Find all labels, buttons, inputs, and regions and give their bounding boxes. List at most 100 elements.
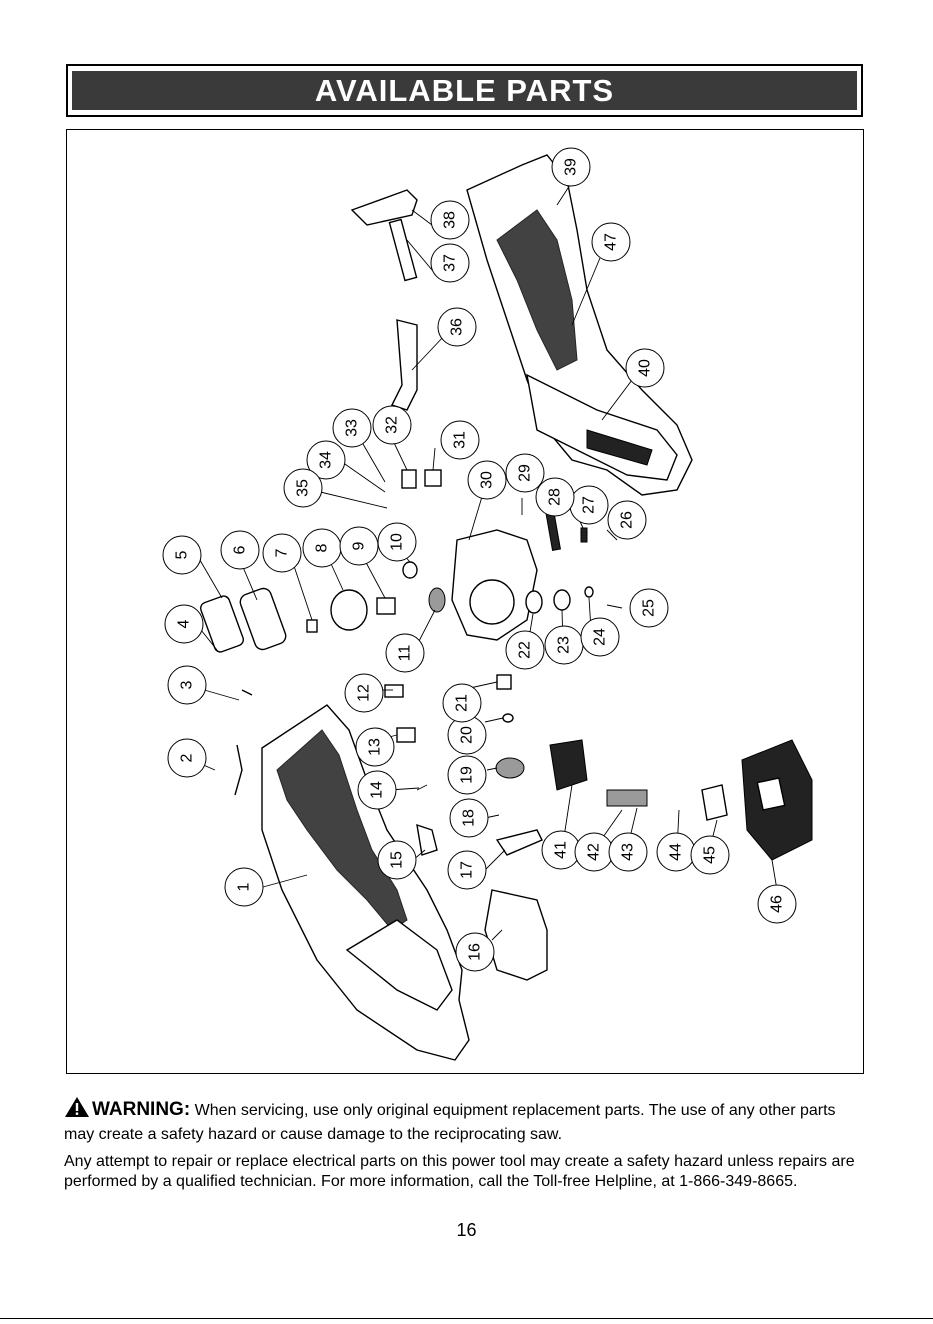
- warning-label: WARNING:: [92, 1099, 191, 1120]
- svg-text:21: 21: [454, 694, 471, 712]
- svg-text:36: 36: [449, 318, 466, 336]
- page-title: AVAILABLE PARTS: [72, 71, 857, 110]
- callout-4: 4: [164, 604, 204, 644]
- callout-40: 40: [625, 348, 665, 388]
- diagram-svg: 1 2 3 4 5 6 7 8 9 10 11 12 13 14 15 16 1…: [162, 147, 813, 1061]
- callout-35: 35: [283, 468, 323, 508]
- callout-32: 32: [372, 405, 412, 445]
- svg-text:23: 23: [556, 636, 573, 654]
- shoe-arm: [388, 218, 418, 282]
- callout-24: 24: [580, 617, 620, 657]
- svg-text:39: 39: [563, 158, 580, 176]
- callout-33: 33: [332, 408, 372, 448]
- svg-text:31: 31: [452, 431, 469, 449]
- svg-text:28: 28: [547, 488, 564, 506]
- svg-text:15: 15: [389, 851, 406, 869]
- callout-42: 42: [574, 832, 614, 872]
- gasket-plate: [200, 595, 244, 653]
- svg-text:14: 14: [369, 781, 386, 799]
- callout-36: 36: [437, 307, 477, 347]
- svg-text:18: 18: [461, 809, 478, 827]
- callout-44: 44: [656, 832, 696, 872]
- callout-19: 19: [447, 755, 487, 795]
- ring-20: [502, 713, 514, 723]
- callout-38: 38: [430, 200, 470, 240]
- warning-text: When servicing, use only original equipm…: [64, 1102, 836, 1143]
- gearbox: [451, 529, 538, 641]
- terminal-block-45: [701, 784, 728, 821]
- callout-45: 45: [690, 835, 730, 875]
- lever-2: [234, 744, 243, 796]
- callout-29: 29: [505, 453, 545, 493]
- callout-18: 18: [449, 798, 489, 838]
- plunger-36: [391, 319, 418, 411]
- block-32: [401, 469, 417, 489]
- svg-text:26: 26: [619, 511, 636, 529]
- callout-30: 30: [467, 460, 507, 500]
- warning-paragraph: WARNING: When servicing, use only origin…: [64, 1096, 864, 1145]
- svg-text:7: 7: [274, 548, 291, 557]
- svg-text:38: 38: [442, 211, 459, 229]
- bracket-15: [416, 823, 438, 856]
- svg-text:8: 8: [314, 543, 331, 552]
- callout-34: 34: [306, 440, 346, 480]
- svg-text:9: 9: [351, 541, 368, 550]
- callout-46: 46: [757, 884, 797, 924]
- bearing-19: [495, 757, 525, 779]
- callout-39: 39: [551, 147, 591, 187]
- svg-text:10: 10: [389, 533, 406, 551]
- callout-16: 16: [455, 932, 495, 972]
- callout-31: 31: [440, 420, 480, 460]
- svg-text:12: 12: [356, 684, 373, 702]
- block-31: [424, 469, 442, 487]
- bottom-rule: [0, 1318, 933, 1319]
- callout-47: 47: [591, 222, 631, 262]
- electrical-repair-notice: Any attempt to repair or replace electri…: [64, 1153, 855, 1190]
- svg-text:35: 35: [295, 479, 312, 497]
- callout-1: 1: [224, 867, 264, 907]
- pin-9: [376, 597, 396, 615]
- svg-text:44: 44: [668, 843, 685, 861]
- svg-text:4: 4: [176, 619, 193, 628]
- left-housing: [261, 704, 470, 1061]
- callout-15: 15: [377, 840, 417, 880]
- svg-text:24: 24: [592, 628, 609, 646]
- callout-10: 10: [377, 522, 417, 562]
- bearing-11: [428, 587, 446, 613]
- svg-text:29: 29: [517, 464, 534, 482]
- header-box: AVAILABLE PARTS: [66, 64, 863, 117]
- motor-16: [484, 889, 548, 981]
- callout-27: 27: [569, 485, 609, 525]
- callout-43: 43: [608, 832, 648, 872]
- svg-text:22: 22: [517, 641, 534, 659]
- callout-6: 6: [220, 530, 260, 570]
- callout-7: 7: [262, 533, 302, 573]
- svg-text:25: 25: [641, 599, 658, 617]
- svg-text:27: 27: [581, 496, 598, 514]
- ring-10: [402, 561, 418, 579]
- block-13: [396, 727, 416, 743]
- bushing-21: [496, 674, 512, 690]
- callout-41: 41: [541, 830, 581, 870]
- gasket-ring: [239, 587, 287, 651]
- svg-text:2: 2: [179, 753, 196, 762]
- callout-28: 28: [535, 477, 575, 517]
- callout-20: 20: [447, 715, 487, 755]
- svg-text:42: 42: [586, 843, 603, 861]
- battery-label: [756, 777, 786, 811]
- callout-5: 5: [162, 535, 202, 575]
- switch-41: [549, 739, 588, 791]
- block-12: [384, 684, 404, 698]
- screw-3: [241, 689, 253, 696]
- exploded-parts-diagram: 1 2 3 4 5 6 7 8 9 10 11 12 13 14 15 16 1…: [66, 129, 864, 1074]
- eccentric-gear: [330, 589, 368, 631]
- svg-text:34: 34: [318, 451, 335, 469]
- svg-text:17: 17: [459, 861, 476, 879]
- svg-text:45: 45: [702, 846, 719, 864]
- svg-text:3: 3: [179, 680, 196, 689]
- brush-17: [495, 829, 543, 856]
- svg-text:16: 16: [467, 943, 484, 961]
- svg-text:40: 40: [637, 359, 654, 377]
- callout-23: 23: [544, 625, 584, 665]
- callout-8: 8: [302, 528, 342, 568]
